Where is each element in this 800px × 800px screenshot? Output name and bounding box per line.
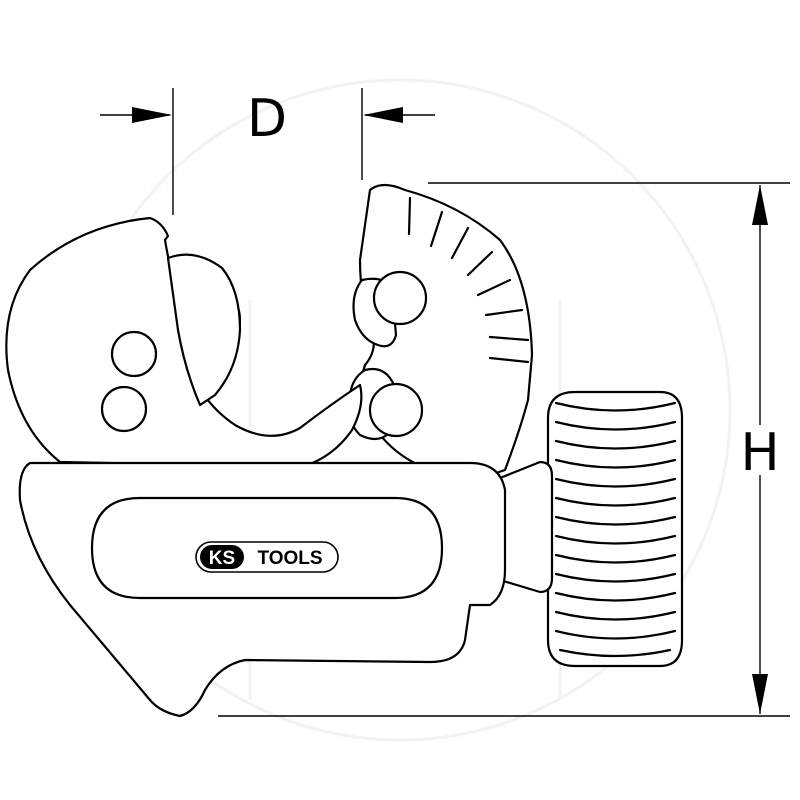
h-label-backdrop bbox=[735, 425, 785, 475]
knob-rib-3 bbox=[554, 439, 677, 450]
d-arrowhead-left bbox=[132, 107, 172, 123]
knob-rib-5 bbox=[554, 477, 677, 488]
dimension-label-d: D bbox=[247, 89, 287, 149]
handle-body: KS TOOLS bbox=[18, 461, 507, 718]
sliding-jaw bbox=[347, 183, 534, 477]
feed-knob bbox=[498, 390, 684, 668]
dimension-d: D bbox=[100, 88, 435, 215]
h-arrowhead-top bbox=[752, 185, 768, 225]
logo-ks-text: KS bbox=[209, 548, 235, 569]
knob-body bbox=[546, 390, 684, 668]
jaw-tooth-5 bbox=[476, 278, 512, 297]
lower-roller bbox=[368, 382, 424, 438]
knob-rib-7 bbox=[554, 515, 677, 526]
dimension-label-h: H bbox=[740, 423, 779, 483]
jaw-tooth-8 bbox=[488, 356, 530, 364]
knob-rib-9 bbox=[554, 553, 677, 564]
cutting-wheel bbox=[166, 253, 242, 407]
upper-roller bbox=[372, 270, 428, 326]
knob-rib-10 bbox=[554, 572, 677, 583]
knob-rib-13 bbox=[554, 629, 677, 640]
h-arrowhead-bottom bbox=[752, 674, 768, 714]
d-arrowhead-right bbox=[363, 107, 403, 123]
knob-rib-11 bbox=[554, 591, 677, 602]
jaw-tooth-1 bbox=[407, 196, 412, 236]
knob-rib-8 bbox=[554, 534, 677, 545]
jaw-tooth-2 bbox=[429, 210, 444, 248]
logo-tools-text: TOOLS bbox=[257, 548, 322, 569]
frame-screw-lower bbox=[100, 385, 148, 433]
logo-ks-badge bbox=[200, 545, 244, 569]
dimension-h: H bbox=[218, 182, 790, 717]
knob-collar bbox=[498, 460, 554, 594]
knob-rib-6 bbox=[554, 496, 677, 507]
c-frame bbox=[5, 216, 363, 472]
knob-rib-14 bbox=[558, 648, 672, 658]
jaw-tooth-3 bbox=[450, 226, 470, 260]
knob-rib-12 bbox=[554, 610, 677, 621]
knob-rib-1 bbox=[554, 401, 677, 412]
knob-rib-4 bbox=[554, 458, 677, 469]
jaw-tooth-4 bbox=[466, 250, 494, 277]
jaw-tooth-6 bbox=[484, 308, 524, 317]
frame-screw-upper bbox=[110, 330, 158, 378]
knob-rib-2 bbox=[554, 420, 677, 431]
jaw-tooth-7 bbox=[488, 335, 530, 342]
ks-tools-logo: KS TOOLS bbox=[195, 541, 339, 573]
